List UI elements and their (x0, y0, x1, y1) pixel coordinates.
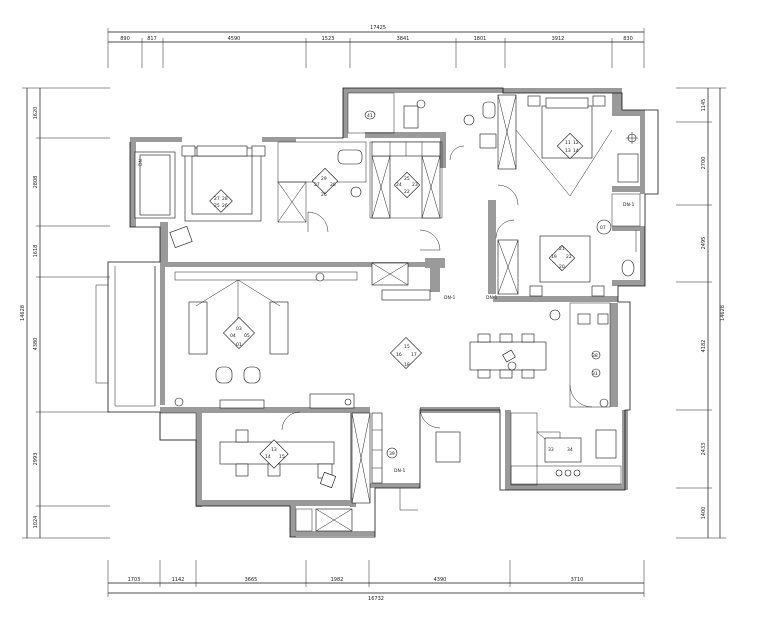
tag-master-c: 13 (565, 148, 571, 154)
bedroom-1: DN 27 28 25 26 (134, 145, 266, 248)
tag-dining-c: 17 (411, 352, 417, 358)
left-dim-5: 2993 (33, 453, 39, 466)
hall-code-b: DN-1 (486, 295, 497, 301)
top-dim-1: 890 (120, 36, 130, 42)
bathroom-2: 07 (596, 193, 641, 277)
right-dim-6: 1400 (701, 507, 707, 520)
right-dim-5: 2433 (701, 443, 707, 456)
kitchen: 38 31 33 34 (510, 302, 622, 486)
tag-master-d: 14 (573, 148, 579, 154)
tag-study-c: 15 (279, 454, 285, 460)
tag-living-c: 05 (244, 333, 250, 339)
tag-living-b: 04 (230, 333, 236, 339)
top-total-dim: 17425 (370, 25, 386, 31)
tag-bath1-c: 28 (330, 182, 336, 188)
tag-kitchen-31: 31 (592, 371, 598, 377)
bottom-dim-5: 4390 (434, 577, 447, 583)
bottom-dim-4: 1982 (331, 577, 344, 583)
right-dim-4: 4182 (701, 340, 707, 353)
tag-master-a: 11 (565, 140, 571, 146)
top-dim-5: 3841 (397, 36, 410, 42)
right-dimension-chain: 1145 2700 2495 4182 2433 1400 14628 (676, 87, 726, 539)
svg-text:DN: DN (138, 159, 144, 166)
tag-dining-d: 18 (404, 362, 410, 368)
hall-code-a: DN-1 (444, 295, 455, 301)
fixture-tag-master: 11 12 13 14 (556, 132, 584, 160)
tag-study-b: 14 (265, 454, 271, 460)
tag-bed1-a: 27 (214, 196, 220, 202)
tag-bed1-c: 25 (214, 203, 220, 209)
left-dim-6: 1024 (33, 516, 39, 529)
tag-dining-b: 16 (396, 352, 402, 358)
fixture-tag-bed3: 21 19 22 20 (548, 244, 576, 272)
tag-living-a: 03 (236, 326, 242, 332)
right-total-dim: 14628 (720, 305, 726, 321)
tag-bed1-d: 26 (222, 203, 228, 209)
top-utility: 41 (347, 92, 497, 161)
tag-dress-d: 22 (404, 189, 410, 195)
tag-bed3-b: 19 (551, 254, 557, 260)
tag-kitchen-b: 34 (567, 447, 573, 453)
left-dim-2: 2808 (33, 176, 39, 189)
bottom-dim-1: 1703 (128, 577, 141, 583)
top-dimension-chain: 17425 890 817 4590 1523 3841 1801 3912 8… (107, 25, 645, 68)
tag-bed1-b: 28 (222, 196, 228, 202)
left-total-dim: 14628 (20, 305, 26, 321)
bottom-dim-6: 3710 (571, 577, 584, 583)
top-dim-2: 817 (147, 36, 157, 42)
entry-foyer: 39 DN-1 (371, 407, 461, 511)
tag-ac: 41 (367, 113, 373, 119)
tag-bath1-a: 29 (321, 176, 327, 182)
bottom-dimension-chain: 1703 1142 3665 1982 4390 3710 16732 (107, 560, 645, 602)
tag-bed3-d: 20 (559, 264, 565, 270)
tag-bed3-a: 21 (559, 246, 565, 252)
study-room: 13 14 15 (159, 393, 371, 532)
entry-code: DN-1 (394, 468, 405, 474)
tag-study-a: 13 (271, 447, 277, 453)
left-dimension-chain: 14628 1620 2808 1618 4380 2993 1024 (20, 87, 110, 539)
tag-bed3-c: 22 (566, 254, 572, 260)
bottom-dim-2: 1142 (172, 577, 185, 583)
fixture-tag-bath1: 29 27 28 26 (311, 167, 339, 198)
right-dim-3: 2495 (701, 237, 707, 250)
tag-bath2: 07 (600, 225, 606, 231)
bedroom-3: 21 19 22 20 (495, 219, 605, 297)
top-dim-3: 4590 (228, 36, 241, 42)
top-dim-8: 830 (623, 36, 633, 42)
right-dim-1: 1145 (701, 99, 707, 112)
top-dim-4: 1523 (322, 36, 335, 42)
tag-dress-a: 24 (396, 182, 402, 188)
tag-living-d: 01 (236, 342, 242, 348)
tag-entry: 39 (389, 451, 395, 457)
closet-code: DN-1 (623, 202, 634, 208)
exterior-outlines (95, 87, 659, 538)
top-dim-7: 3912 (552, 36, 565, 42)
bottom-total-dim: 16732 (368, 596, 384, 602)
tag-kitchen-a: 33 (548, 447, 554, 453)
dressing-room: 24 25 23 22 (369, 141, 443, 251)
tag-kitchen-38: 38 (592, 353, 598, 359)
bottom-dim-3: 3665 (245, 577, 258, 583)
tag-master-b: 12 (573, 140, 579, 146)
tag-dining-a: 15 (404, 344, 410, 350)
master-bedroom: 11 12 13 14 DN-1 (497, 94, 639, 208)
fixture-tag-dressing: 24 25 23 22 (393, 171, 421, 199)
left-dim-3: 1618 (33, 245, 39, 258)
tag-bath1-b: 27 (314, 182, 320, 188)
living-room: 03 04 05 01 DN-1 (174, 262, 455, 407)
tag-bath1-d: 26 (321, 192, 327, 198)
tag-dress-c: 23 (412, 182, 418, 188)
right-dim-2: 2700 (701, 157, 707, 170)
left-dim-4: 4380 (33, 338, 39, 351)
bathroom-1: 29 27 28 26 (277, 141, 367, 233)
left-dim-1: 1620 (33, 107, 39, 120)
tag-dress-b: 25 (404, 176, 410, 182)
top-dim-6: 1801 (474, 36, 487, 42)
fixture-tag-bedroom1: 27 28 25 26 (209, 189, 233, 213)
dining-area: 15 16 17 18 DN-1 (390, 295, 561, 379)
